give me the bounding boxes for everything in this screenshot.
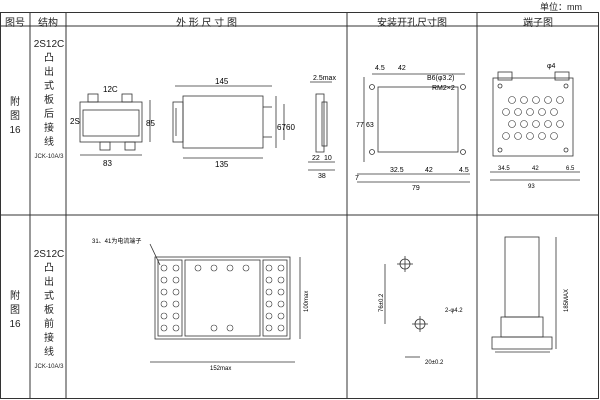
cutout-top-left: 7: [355, 175, 359, 182]
outline-bottom-height: 100max: [304, 291, 310, 312]
outline-top-side-label: 2S: [70, 117, 80, 126]
cutout-bottom-hole: 2-φ4.2: [445, 308, 463, 314]
outline-top-front-label: 12C: [103, 85, 118, 94]
row2-struct-char: 式: [44, 291, 54, 302]
row1-fig-char: 图: [10, 111, 20, 122]
row1-struct-char: 后: [44, 109, 54, 120]
row2-struct-char: 出: [44, 277, 54, 288]
outline-top-d3: 38: [318, 173, 326, 180]
row2-struct-char: 前: [44, 319, 54, 330]
row1-struct-char: 凸: [44, 53, 54, 64]
row2-fig-char: 图: [10, 305, 20, 316]
cutout-top-w1: 32.5: [390, 167, 404, 174]
row1-struct-char: 接: [44, 123, 54, 134]
outline-top-d2: 10: [324, 155, 332, 162]
drawing-table: 12C 2S 83 85 145 135 67 60 2.5max 22 10 …: [0, 12, 599, 399]
outline-top-drawing: [79, 81, 335, 171]
outline-top-len-top: 145: [215, 77, 229, 86]
terminal-top-w3: 6.5: [566, 166, 575, 172]
terminal-top-w1: 34.5: [498, 166, 510, 172]
row2-struct-char: 接: [44, 333, 54, 344]
unit-label: 单位：mm: [540, 2, 582, 12]
header-outline: 外 形 尺 寸 图: [175, 18, 238, 29]
row1-fig-char: 16: [9, 125, 21, 136]
cutout-top-rm: RM2×2: [432, 85, 455, 92]
outline-top-depth: 67: [277, 123, 286, 132]
cutout-top-h1: 77: [356, 122, 364, 129]
cutout-top-b: 42: [398, 65, 406, 72]
cutout-top-w2: 42: [425, 167, 433, 174]
row2-struct-char: 凸: [44, 263, 54, 274]
row2-fig-char: 16: [9, 319, 21, 330]
row2-code: JCK-10A/3: [34, 364, 64, 370]
row1-fig: 附 图 16: [4, 96, 26, 138]
outline-bottom-width: 152max: [210, 366, 231, 372]
row2-struct-char: 板: [44, 305, 54, 316]
cutout-bottom-h: 20±0.2: [425, 360, 444, 366]
row2-fig-char: 附: [10, 291, 20, 302]
row1-struct-char: 线: [44, 137, 54, 148]
outline-top-max: 2.5max: [313, 75, 336, 82]
terminal-top-w2: 42: [532, 166, 539, 172]
cutout-bottom-drawing: [384, 256, 428, 358]
terminal-top-hole: φ4: [547, 63, 556, 70]
cutout-top-w3: 4.5: [459, 167, 469, 174]
row1-code: JCK-10A/3: [34, 154, 64, 160]
row1-fig-char: 附: [10, 97, 20, 108]
cutout-bottom-v: 76±0.2: [379, 293, 385, 312]
outline-bottom-drawing: [149, 243, 301, 363]
outline-top-inner: 60: [286, 123, 295, 132]
outline-top-width: 83: [103, 159, 112, 168]
cutout-top-screw: B6(φ3.2): [427, 75, 455, 82]
row1-structure: 2S12C 凸 出 式 板 后 接 线 JCK-10A/3: [32, 38, 66, 164]
terminal-top-total: 93: [528, 184, 535, 190]
row2-structure: 2S12C 凸 出 式 板 前 接 线 JCK-10A/3: [32, 248, 66, 374]
outline-bottom-note: 31、41为电流端子: [92, 237, 141, 245]
row1-model: 2S12C: [33, 39, 65, 50]
terminal-bottom-h: 185MAX: [564, 289, 570, 312]
row1-struct-char: 板: [44, 95, 54, 106]
row2-fig: 附 图 16: [4, 290, 26, 332]
outline-top-height: 85: [146, 119, 155, 128]
header-cutout: 安装开孔尺寸图: [377, 18, 447, 29]
row2-model: 2S12C: [33, 249, 65, 260]
terminal-top-drawing: [490, 71, 580, 181]
header-terminal: 端子图: [523, 18, 553, 29]
header-structure: 结构: [38, 18, 58, 29]
terminal-bottom-drawing: [491, 236, 557, 353]
cutout-top-a: 4.5: [375, 65, 385, 72]
outline-top-len-bottom: 135: [215, 160, 229, 169]
cutout-top-total: 79: [412, 185, 420, 192]
row1-struct-char: 出: [44, 67, 54, 78]
header-fig-no: 图号: [5, 18, 25, 29]
outline-top-d1: 22: [312, 155, 320, 162]
cutout-top-drawing: [357, 73, 470, 183]
row1-struct-char: 式: [44, 81, 54, 92]
row2-struct-char: 线: [44, 347, 54, 358]
cutout-top-h2: 63: [366, 122, 374, 129]
